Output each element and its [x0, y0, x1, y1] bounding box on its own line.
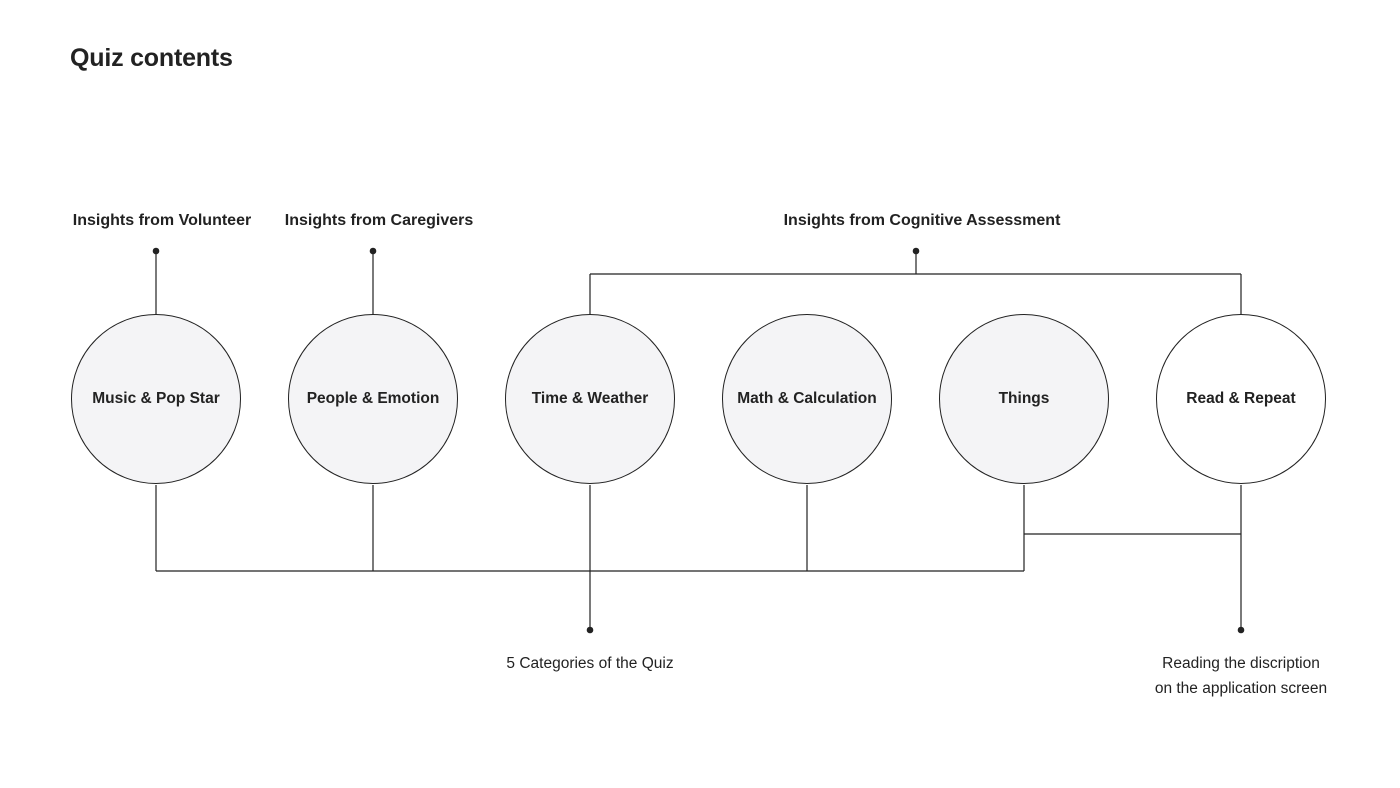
node-math-calculation: Math & Calculation: [722, 314, 892, 484]
node-people-emotion: People & Emotion: [288, 314, 458, 484]
source-label-volunteer: Insights from Volunteer: [72, 212, 252, 229]
outcome-reading-line1: Reading the discription: [1162, 655, 1320, 672]
node-read-repeat: Read & Repeat: [1156, 314, 1326, 484]
source-label-caregivers: Insights from Caregivers: [284, 212, 474, 229]
caregivers-dot: [369, 247, 377, 255]
source-label-cognitive: Insights from Cognitive Assessment: [783, 212, 1061, 229]
node-time-weather: Time & Weather: [505, 314, 675, 484]
node-label: Things: [998, 390, 1050, 407]
outcome-label-categories: 5 Categories of the Quiz: [506, 651, 673, 676]
outcome-label-reading: Reading the discription on the applicati…: [1155, 651, 1327, 701]
node-label: People & Emotion: [306, 390, 440, 407]
outcome-reading-line2: on the application screen: [1154, 680, 1328, 697]
node-things: Things: [939, 314, 1109, 484]
node-label: Time & Weather: [531, 390, 649, 407]
categories-dot: [586, 626, 594, 634]
node-label: Math & Calculation: [737, 390, 877, 407]
volunteer-dot: [152, 247, 160, 255]
cognitive-dot: [912, 247, 920, 255]
page-title: Quiz contents: [70, 44, 233, 72]
node-music-pop-star: Music & Pop Star: [71, 314, 241, 484]
outcome-categories-text: 5 Categories of the Quiz: [506, 655, 674, 672]
reading-dot: [1237, 626, 1245, 634]
node-label: Music & Pop Star: [92, 390, 220, 407]
node-label: Read & Repeat: [1186, 390, 1296, 407]
